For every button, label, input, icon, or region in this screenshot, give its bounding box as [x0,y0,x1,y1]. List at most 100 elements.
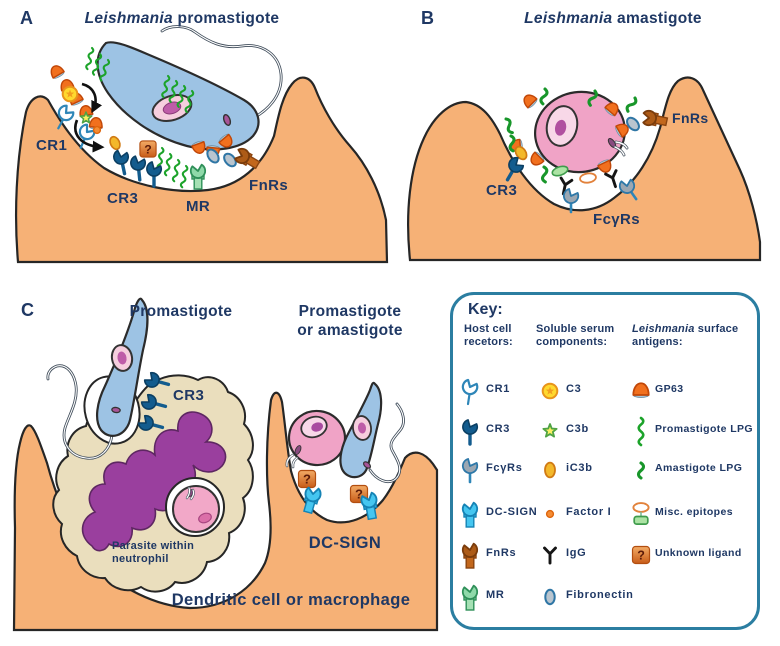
misc-epitope [579,172,597,184]
label-promastigote-c: Promastigote [129,303,233,320]
kinetoplast [222,114,232,126]
panel-b-drawing [407,76,762,262]
kinetoplast [111,406,121,414]
key-label-c3b: C3b [566,423,589,435]
panel-b-title-rest: amastigote [612,10,702,27]
key-title: Key: [468,301,503,318]
flagellum-stubs [285,453,299,469]
label-parasite-line2: neutrophil [112,553,169,565]
factor-i-icon [545,509,555,519]
amastigote-nucleus [545,105,579,147]
promastigote-nucleus [352,415,372,441]
amastigote-nucleus [300,415,328,439]
macrophage-cell [14,76,389,264]
key-label-fcgrs: FcγRs [486,462,523,474]
key-panel: Key: Host cell recetors: Soluble serum c… [450,292,760,630]
unknown-ligand-box: ? [349,484,369,504]
amastigote-lpg-icon [636,461,646,480]
question-mark: ? [637,549,645,563]
unknown-ligand-box: ? [139,140,157,158]
panel-b-letter: B [421,8,434,28]
promastigote-nucleus [110,344,134,372]
mr-receptor [190,164,206,189]
neutrophil-nucleus [81,411,227,552]
unknown-ligand-box: ? [297,469,317,489]
panel-a-title-italic: Leishmania [84,10,173,27]
cr3-receptor [128,154,149,181]
label-cr3-c: CR3 [173,387,205,404]
flagellar-pocket [294,445,302,455]
c3-icon [533,369,567,413]
kinetoplast [362,461,372,469]
question-mark: ? [355,487,363,502]
question-mark: ? [144,142,152,156]
panel-a-title-rest: promastigote [172,10,280,27]
panel-a-letter: A [20,8,33,28]
key-label-factor-i: Factor I [566,506,612,518]
label-parasite-line1: Parasite within [112,540,195,552]
key-col3-header: Leishmania surface antigens: [632,323,739,348]
key-label-promastigote-lpg: Promastigote LPG [655,423,753,435]
flagellum-stubs [613,140,629,157]
vacuole-flagellum-stubs [185,486,195,501]
label-pro-or-ama-line1: Promastigote [298,303,402,320]
panel-b-title-italic: Leishmania [524,10,613,27]
promastigote-flagellum [160,25,283,123]
key-col2-header: Soluble serum components: [536,323,615,348]
panel-a-title: Leishmania promastigote [85,10,377,28]
promastigote-lpg-icon [637,416,645,447]
conversion-arrow [74,119,105,153]
ic3b-icon [544,461,556,479]
label-fnrs-b: FnRs [672,110,709,126]
igg-icon [543,546,557,565]
panel-c-letter: C [21,300,34,320]
factor-i-icon [92,125,102,135]
c3b-icon [533,409,567,453]
fcgr-receptor-icon [453,448,487,492]
label-parasite-within-neutrophil: Parasite within neutrophil [112,540,194,566]
key-label-c3: C3 [566,383,582,395]
label-cr3-a: CR3 [107,190,139,207]
panel-c-drawing: ? ? [12,297,439,632]
label-fcgrs-b: FcγRs [593,211,641,228]
key-label-unknown-ligand: Unknown ligand [655,547,742,559]
label-mr: MR [186,198,211,215]
label-pro-or-amastigote: Promastigote or amastigote [297,302,403,340]
macrophage-cell [407,76,762,262]
amastigote-body [533,90,627,174]
label-dendritic-cell: Dendritic cell or macrophage [171,591,411,609]
question-mark: ? [303,472,311,487]
key-label-dcsign: DC-SIGN [486,506,538,518]
conversion-arrow [81,82,103,114]
dcsign-receptor-icon [453,492,487,536]
fnr-receptor-icon [453,533,487,577]
cr3-receptor [110,147,133,175]
gp63-icon [632,382,650,399]
key-label-cr3: CR3 [486,423,511,435]
label-cr1: CR1 [36,137,68,154]
key-label-misc-epitopes: Misc. epitopes [655,506,733,518]
c3-icon [63,87,78,102]
ic3b-icon [107,134,123,152]
key-label-igg: IgG [566,547,587,559]
key-label-ic3b: iC3b [566,462,593,474]
label-cr3-b: CR3 [486,182,518,199]
mr-receptor-icon [453,575,487,619]
cr1-receptor-icon [453,369,487,413]
key-label-mr: MR [486,589,505,601]
key-label-fnrs: FnRs [486,547,517,559]
label-fnrs-a: FnRs [249,177,289,194]
label-pro-or-ama-line2: or amastigote [297,322,403,339]
label-dcsign: DC-SIGN [308,534,382,552]
unknown-ligand-icon: ? [631,545,651,565]
key-label-gp63: GP63 [655,383,684,395]
panel-b-title: Leishmania amastigote [524,10,780,28]
parasite-in-vacuole [172,485,220,533]
cr3-receptor-icon [453,409,487,453]
key-label-amastigote-lpg: Amastigote LPG [655,462,743,474]
misc-epitopes-icon [632,502,650,526]
igg-icon [604,169,623,190]
key-label-cr1: CR1 [486,383,511,395]
vacuole-parasite-nucleus [198,512,212,524]
